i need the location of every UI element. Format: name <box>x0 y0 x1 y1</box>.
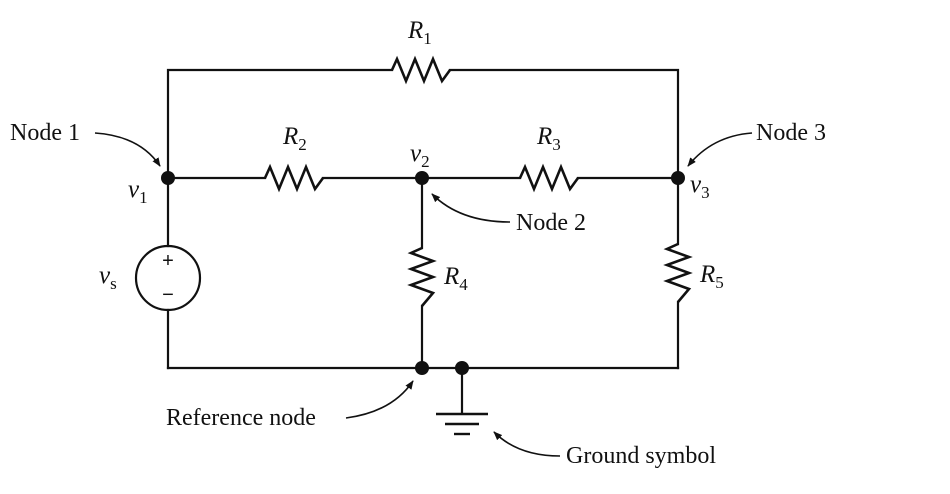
callout-reference-node: Reference node <box>166 380 414 431</box>
resistor-r4: R4 <box>407 246 468 307</box>
resistor-r5: R5 <box>663 242 724 303</box>
callout-reference-node-text: Reference node <box>166 405 316 431</box>
node-3-dot <box>671 171 685 185</box>
resistor-r5-label: R5 <box>699 261 724 292</box>
resistor-r3-label: R3 <box>536 123 561 154</box>
node-2-voltage-label: v2 <box>410 140 430 171</box>
ground-junction-dot <box>455 361 469 375</box>
voltage-source-label: vs <box>99 262 117 293</box>
resistor-r2: R2 <box>263 123 325 193</box>
resistor-r1-zigzag <box>390 55 452 85</box>
callout-node-3-text: Node 3 <box>756 120 826 146</box>
resistor-r1-label: R1 <box>407 17 432 48</box>
resistor-r4-zigzag <box>407 246 437 307</box>
voltage-source: + − vs <box>99 244 202 312</box>
callout-node-3-arrow <box>687 132 753 167</box>
reference-node-dot <box>415 361 429 375</box>
ground-symbol <box>436 412 488 436</box>
callout-ground-symbol-text: Ground symbol <box>566 443 716 469</box>
node-1-dot <box>161 171 175 185</box>
voltage-source-plus: + <box>162 250 174 272</box>
callout-node-2: Node 2 <box>431 193 586 236</box>
callout-node-2-arrow <box>431 193 511 223</box>
callout-node-3: Node 3 <box>687 120 826 167</box>
callout-ground-symbol-arrow <box>493 431 561 457</box>
voltage-source-minus: − <box>162 284 174 306</box>
wire-top <box>166 68 680 180</box>
callout-node-1-arrow <box>94 132 161 167</box>
node-1-voltage-label: v1 <box>128 176 148 207</box>
voltage-source-circle <box>134 244 202 312</box>
resistor-r1: R1 <box>390 17 452 85</box>
resistor-r2-label: R2 <box>282 123 307 154</box>
node-2-dot <box>415 171 429 185</box>
wires <box>166 68 680 415</box>
callout-node-1: Node 1 <box>10 120 161 167</box>
resistor-r2-zigzag <box>263 163 325 193</box>
resistor-r3: R3 <box>518 123 580 193</box>
nodes <box>161 171 685 375</box>
callout-node-1-text: Node 1 <box>10 120 80 146</box>
node-3-voltage-label: v3 <box>690 171 710 202</box>
callout-ground-symbol: Ground symbol <box>493 431 716 469</box>
resistor-r3-zigzag <box>518 163 580 193</box>
resistor-r4-label: R4 <box>443 263 468 294</box>
callout-node-2-text: Node 2 <box>516 210 586 236</box>
callout-reference-node-arrow <box>345 380 414 419</box>
resistor-r5-zigzag <box>663 242 693 303</box>
